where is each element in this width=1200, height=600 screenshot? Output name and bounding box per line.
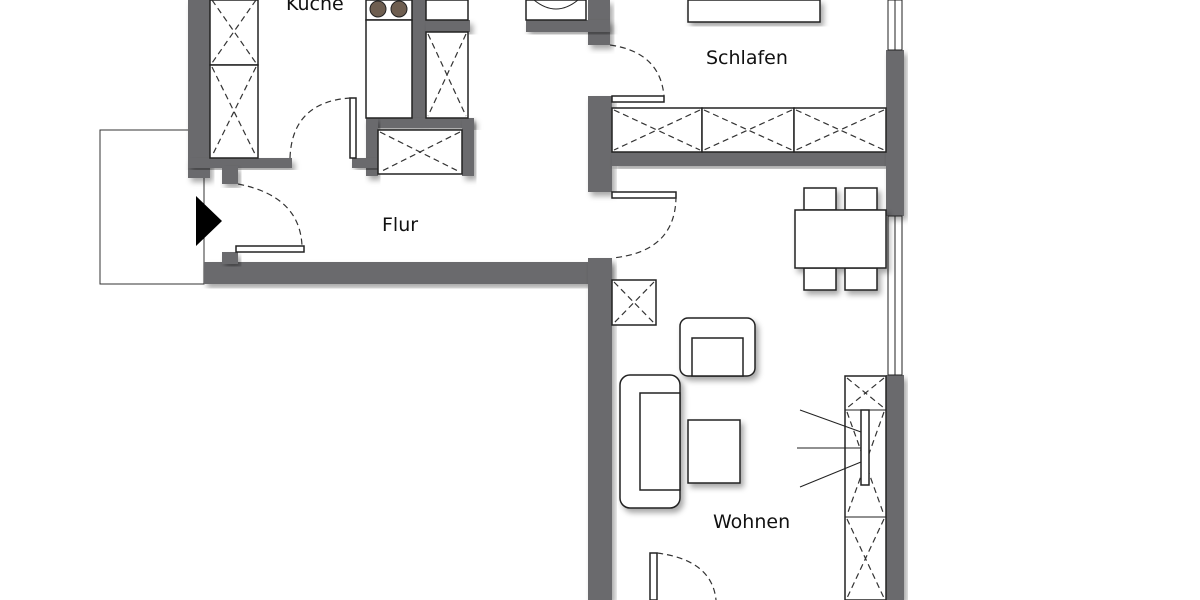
storage-cabinet <box>611 279 657 326</box>
room-label-kitchen: Küche <box>286 0 344 15</box>
coffee-table <box>687 419 741 484</box>
entrance-arrow-icon <box>196 196 222 246</box>
room-label-bedroom: Schlafen <box>706 47 788 69</box>
sofa <box>619 374 681 509</box>
windows <box>887 0 903 376</box>
washing-machine <box>525 0 587 21</box>
media-unit <box>797 375 887 600</box>
room-label-living: Wohnen <box>713 511 790 533</box>
dining-table <box>794 187 887 291</box>
bed <box>687 0 821 23</box>
wardrobe <box>611 107 887 153</box>
kitchen-cabinets <box>209 0 469 175</box>
room-label-hallway: Flur <box>382 214 418 236</box>
doors <box>235 44 717 600</box>
counter <box>365 19 413 119</box>
walls <box>188 0 904 600</box>
armchair <box>679 317 756 377</box>
